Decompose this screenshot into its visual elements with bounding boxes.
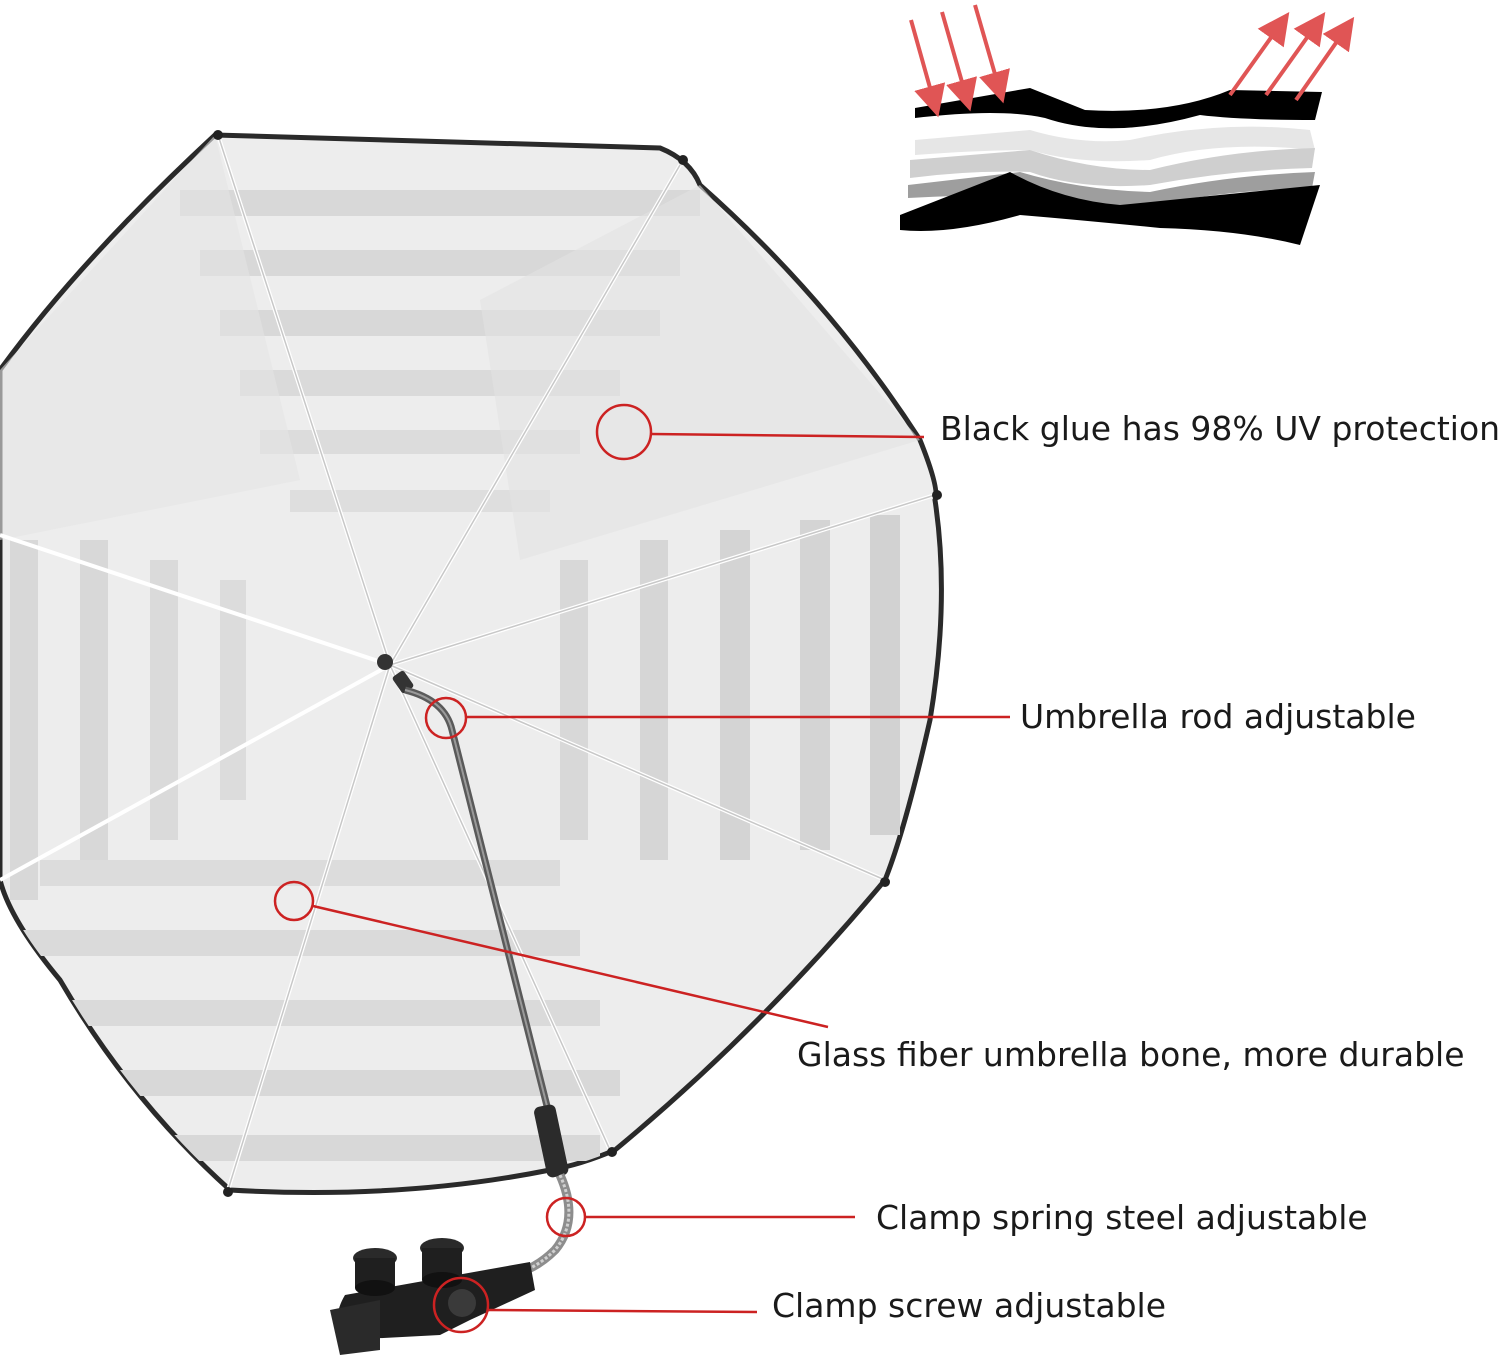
rib-tips (213, 130, 942, 1197)
layer-bottom-black (900, 172, 1320, 245)
callout-uv-protection: Black glue has 98% UV protection (940, 409, 1500, 448)
rod-handle (534, 1104, 569, 1178)
clamp (330, 1238, 535, 1355)
callout-rod-adjustable: Umbrella rod adjustable (1020, 697, 1416, 736)
callout-clamp-screw: Clamp screw adjustable (772, 1286, 1167, 1325)
callout-circle-screw (432, 1276, 490, 1334)
callout-markers (273, 403, 1010, 1334)
reflected-rays-out-icon (1228, 11, 1355, 102)
umbrella-canopy (0, 130, 944, 1197)
sun-rays-in-icon (909, 4, 1010, 118)
layer-white (915, 126, 1315, 162)
spring-steel (508, 1173, 574, 1280)
callout-glass-fiber-bone: Glass fiber umbrella bone, more durable (797, 1035, 1465, 1074)
layer-light-gray (910, 148, 1315, 187)
umbrella-hub (377, 654, 393, 670)
callout-circle-bone (273, 880, 315, 922)
fabric-layers-diagram (900, 4, 1355, 245)
callout-circle-uv (595, 403, 653, 461)
callout-spring-steel: Clamp spring steel adjustable (876, 1198, 1368, 1237)
layer-top-black (915, 88, 1322, 129)
